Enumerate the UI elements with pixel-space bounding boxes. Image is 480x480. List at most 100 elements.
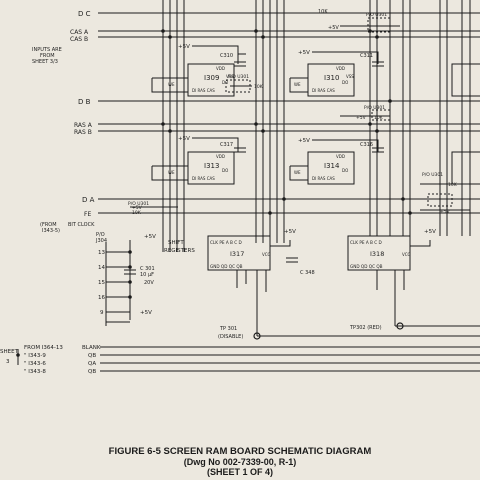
figure-title: FIGURE 6-5 SCREEN RAM BOARD SCHEMATIC DI…	[108, 446, 372, 457]
cap-c311: C311	[360, 53, 373, 59]
i313-do: DO	[222, 168, 228, 173]
from-ref: I343-5)	[42, 228, 60, 234]
i317-bottom-pins: GND QD QC QB	[210, 264, 243, 269]
inputs-note-3: SHEET 3/3	[32, 59, 58, 65]
i313-vdd: VDD	[216, 154, 225, 159]
j-pin-15: 15	[98, 280, 105, 286]
vcc-label-4: +5V	[298, 138, 310, 144]
j-pin-14: 14	[98, 265, 105, 271]
i309-we: WE	[168, 82, 175, 87]
vcc-label-10: +5V	[424, 229, 436, 235]
sheet-note: (SHEET 1 OF 4)	[206, 467, 273, 477]
bus-from-3: " I343-6	[24, 361, 46, 367]
i309-vdd: VDD	[216, 66, 225, 71]
cap-c301-voltage: 20V	[144, 280, 154, 286]
chip-i313: I313	[204, 162, 219, 170]
po-u301-1: P/O U301	[366, 12, 387, 18]
inputs-note-2: FROM	[40, 53, 55, 59]
bus-sig-4: QB	[88, 369, 96, 375]
vcc-label-11: +5V	[144, 234, 156, 240]
vcc-label-5: +5V	[328, 25, 339, 31]
j-pin-13: 13	[98, 250, 105, 256]
i310-do: DO	[342, 80, 348, 85]
test-points	[253, 322, 404, 340]
j-pin-16: 16	[98, 295, 105, 301]
signal-cas-b: CAS B	[70, 36, 88, 43]
i310-vss: VSS	[346, 74, 354, 79]
cap-c316: C316	[360, 142, 373, 148]
i314-do: DO	[342, 168, 348, 173]
vcc-label-9: +5V	[284, 229, 296, 235]
vcc-label-6: +5V	[356, 115, 367, 121]
wiring	[17, 0, 480, 372]
signal-da: D A	[82, 196, 95, 204]
pull-10k-5: 10K	[132, 210, 142, 216]
signal-ras-a: RAS A	[74, 122, 93, 129]
bit-clock-label: BIT CLOCK	[68, 222, 95, 228]
po-u301-4: P/O U301	[128, 201, 149, 207]
signal-db: D B	[78, 98, 91, 106]
i309-pins: DI RAS CAS	[192, 88, 215, 93]
i310-pins: DI RAS CAS	[312, 88, 335, 93]
i313-we: WE	[168, 170, 175, 175]
pull-10k-3: 10K	[374, 115, 384, 121]
sheet-label: SHEET	[0, 349, 19, 355]
signal-cas-a: CAS A	[70, 29, 89, 36]
pull-10k-2: 10K	[254, 84, 264, 90]
bus-sig-1: BLANK	[82, 345, 101, 351]
i309-vss: VSS	[226, 74, 234, 79]
pull-10k-4: 10K	[448, 182, 458, 188]
registers-label: REGISTERS	[164, 248, 195, 254]
i310-vdd: VDD	[336, 66, 345, 71]
po-u301-3: P/O U301	[364, 105, 385, 111]
pull-10k-1: 10K	[318, 9, 328, 15]
tp302-label: TP302 (RED)	[349, 325, 382, 331]
cap-c301-value: 10 µF	[140, 272, 154, 278]
i314-vdd: VDD	[336, 154, 345, 159]
i309-do: DO	[222, 80, 228, 85]
i314-pins: DI RAS CAS	[312, 176, 335, 181]
vcc-label-7: +5V	[132, 205, 143, 211]
vcc-label-2: +5V	[298, 50, 310, 56]
signal-dc: D C	[78, 10, 91, 18]
bus-sig-3: QA	[88, 361, 96, 367]
from-note: (FROM	[40, 222, 57, 228]
cap-c317: C317	[220, 142, 233, 148]
chip-i314: I314	[324, 162, 340, 170]
po-label: P/O	[96, 232, 105, 238]
i317-vcc: VCC	[262, 252, 271, 257]
cap-c310: C310	[220, 53, 233, 59]
chip-i309: I309	[204, 74, 219, 82]
shift-label: SHIFT	[168, 240, 184, 246]
chip-i310: I310	[324, 74, 339, 82]
tp301-label: TP 301	[219, 326, 237, 332]
drawing-number: (Dwg No 002-7339-00, R-1)	[183, 457, 297, 467]
i310-we: WE	[294, 82, 301, 87]
j304-label: J304	[95, 238, 107, 244]
bus-from-2: " I343-9	[24, 353, 46, 359]
i318-bottom-pins: GND QD QC QB	[350, 264, 383, 269]
chip-i317: I317	[230, 250, 244, 258]
vcc-label-1: +5V	[178, 44, 190, 50]
vcc-label-3: +5V	[178, 136, 190, 142]
vcc-label-12: +5V	[140, 310, 152, 316]
po-u301-2: P/O U301	[228, 74, 249, 80]
i314-we: WE	[294, 170, 301, 175]
i313-pins: DI RAS CAS	[192, 176, 215, 181]
tp301-disable: (DISABLE)	[218, 334, 243, 340]
junction-dots	[16, 29, 412, 357]
bus-from-4: " I343-8	[24, 369, 46, 375]
vcc-label-8: +5V	[440, 209, 451, 215]
i318-vcc: VCC	[402, 252, 411, 257]
cap-c301: C 301	[140, 266, 155, 272]
dashed-parts	[225, 17, 453, 207]
j-pin-9: 9	[100, 310, 104, 316]
cap-c348: C 348	[300, 270, 315, 276]
i317-top-pins: CLK PE A B C D	[210, 240, 242, 245]
signal-ras-b: RAS B	[74, 129, 92, 136]
sheet-num: 3	[6, 359, 10, 365]
chip-i318: I318	[370, 250, 384, 258]
po-u301-5: P/O U301	[422, 172, 443, 178]
i318-top-pins: CLK PE A B C D	[350, 240, 382, 245]
bus-sig-2: QB	[88, 353, 96, 359]
